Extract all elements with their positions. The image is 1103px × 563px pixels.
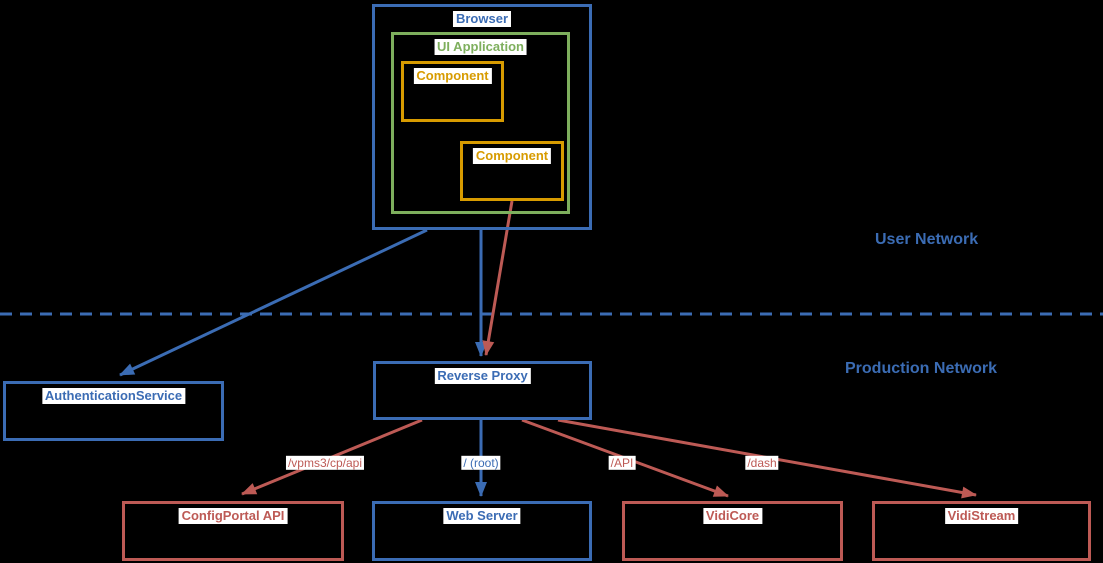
node-reverse-proxy-label: Reverse Proxy <box>434 368 531 384</box>
node-web-server-label: Web Server <box>443 508 521 524</box>
edge-label-vpms3-cp-api: /vpms3/cp/api <box>285 455 365 471</box>
node-vidistream: VidiStream <box>872 501 1091 561</box>
node-authentication-service: AuthenticationService <box>3 381 224 441</box>
node-vidicore-label: VidiCore <box>702 508 763 524</box>
node-component-2: Component <box>460 141 564 201</box>
node-authentication-service-label: AuthenticationService <box>41 388 186 404</box>
node-browser-label: Browser <box>452 11 512 27</box>
region-label-production-network: Production Network <box>845 360 998 377</box>
edge-label-api: /API <box>608 455 636 471</box>
node-reverse-proxy: Reverse Proxy <box>373 361 592 420</box>
node-browser: Browser <box>372 4 592 230</box>
node-vidistream-label: VidiStream <box>944 508 1019 524</box>
node-component-2-label: Component <box>472 148 552 164</box>
node-ui-application: UI Application <box>391 32 570 214</box>
edge-browser-to-authentication <box>119 228 428 377</box>
region-label-user-network: User Network <box>875 231 979 248</box>
node-component-1: Component <box>401 61 504 122</box>
edge-component-to-reverse-proxy <box>482 200 514 356</box>
edge-label-dash: /dash <box>745 455 779 471</box>
node-web-server: Web Server <box>372 501 592 561</box>
node-ui-application-label: UI Application <box>434 39 527 55</box>
node-component-1-label: Component <box>413 68 492 84</box>
node-configportal-api-label: ConfigPortal API <box>178 508 288 524</box>
node-configportal-api: ConfigPortal API <box>122 501 344 561</box>
node-vidicore: VidiCore <box>622 501 843 561</box>
edge-label-root: / (root) <box>461 455 501 471</box>
